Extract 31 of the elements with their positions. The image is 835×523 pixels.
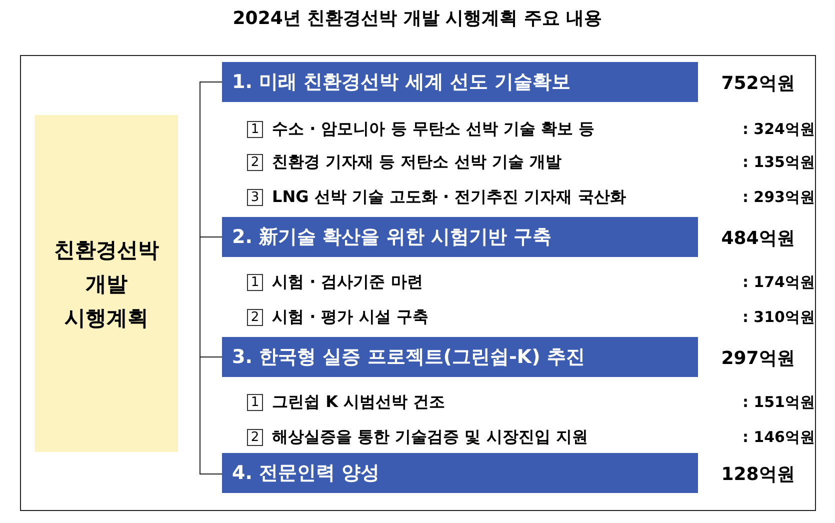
amount-text: 752억원 [720, 72, 796, 95]
heading-bar: 1. 미래 친환경선박 세계 선도 기술확보 [222, 62, 698, 102]
amount-text: 484억원 [720, 227, 796, 250]
amount-text: 297억원 [720, 347, 796, 370]
amount-text: : 310억원 [742, 308, 815, 327]
item-number: 1 [247, 394, 263, 411]
amount-text: : 293억원 [742, 188, 815, 207]
category-box: 친환경선박 개발 시행계획 [35, 115, 178, 452]
item-text: 친환경 기자재 등 저탄소 선박 기술 개발 [272, 152, 562, 173]
item-text: 시험 · 검사기준 마련 [272, 272, 423, 293]
item-text: LNG 선박 기술 고도화 · 전기추진 기자재 국산화 [272, 187, 626, 208]
title: 2024년 친환경선박 개발 시행계획 주요 내용 [232, 7, 604, 30]
item-number: 1 [247, 274, 263, 291]
amount-text: 128억원 [720, 463, 796, 486]
heading-bar: 4. 전문인력 양성 [222, 453, 698, 493]
item-number: 2 [247, 154, 263, 171]
item-number: 2 [247, 309, 263, 326]
amount-text: : 135억원 [742, 153, 815, 172]
heading-bar: 3. 한국형 실증 프로젝트(그린쉽-K) 추진 [222, 337, 698, 377]
item-number: 2 [247, 429, 263, 446]
heading-bar: 2. 新기술 확산을 위한 시험기반 구축 [222, 217, 698, 257]
item-text: 그린쉽 K 시범선박 건조 [272, 392, 446, 413]
item-text: 시험 · 평가 시설 구축 [272, 307, 428, 328]
amount-text: : 151억원 [742, 393, 815, 412]
amount-text: : 146억원 [742, 428, 815, 447]
amount-text: : 174억원 [742, 273, 815, 292]
amount-text: : 324억원 [742, 120, 815, 139]
item-number: 3 [247, 189, 263, 206]
item-number: 1 [247, 121, 263, 138]
item-text: 해상실증을 통한 기술검증 및 시장진입 지원 [272, 427, 588, 448]
item-text: 수소 · 암모니아 등 무탄소 선박 기술 확보 등 [272, 119, 595, 140]
